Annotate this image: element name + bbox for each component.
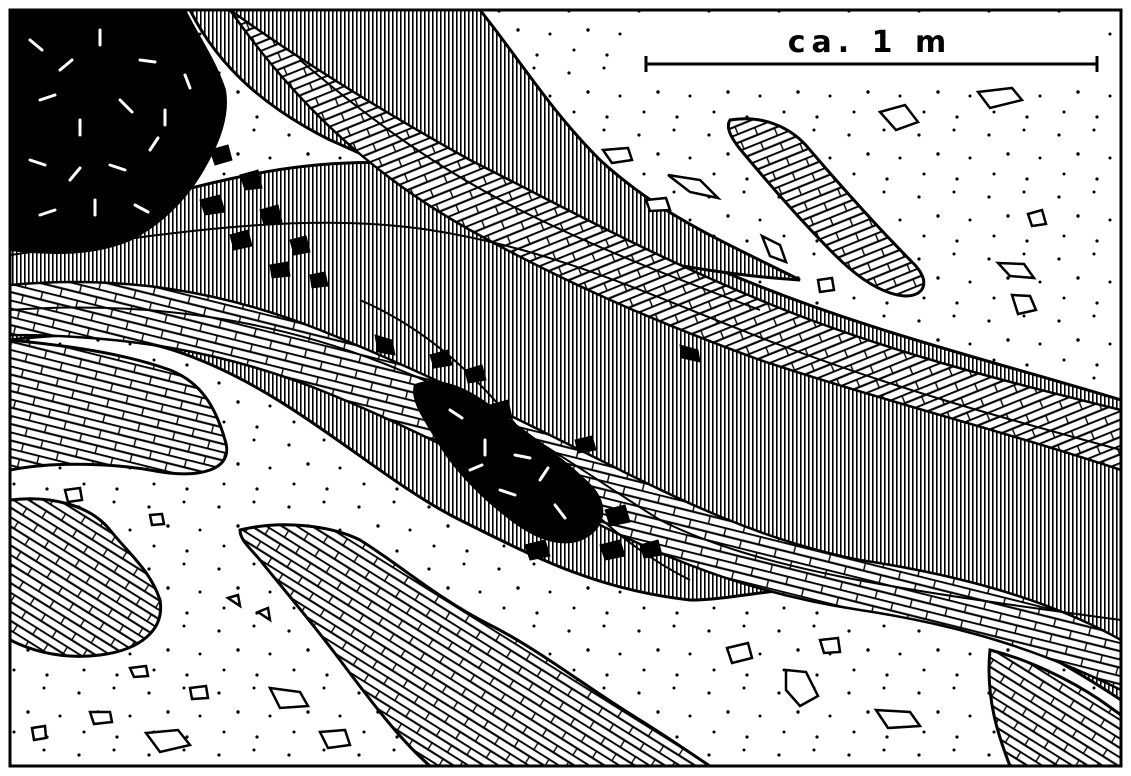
scale-bar: ca. 1 m — [630, 25, 1100, 75]
scale-bar-label: ca. 1 m — [788, 25, 952, 60]
